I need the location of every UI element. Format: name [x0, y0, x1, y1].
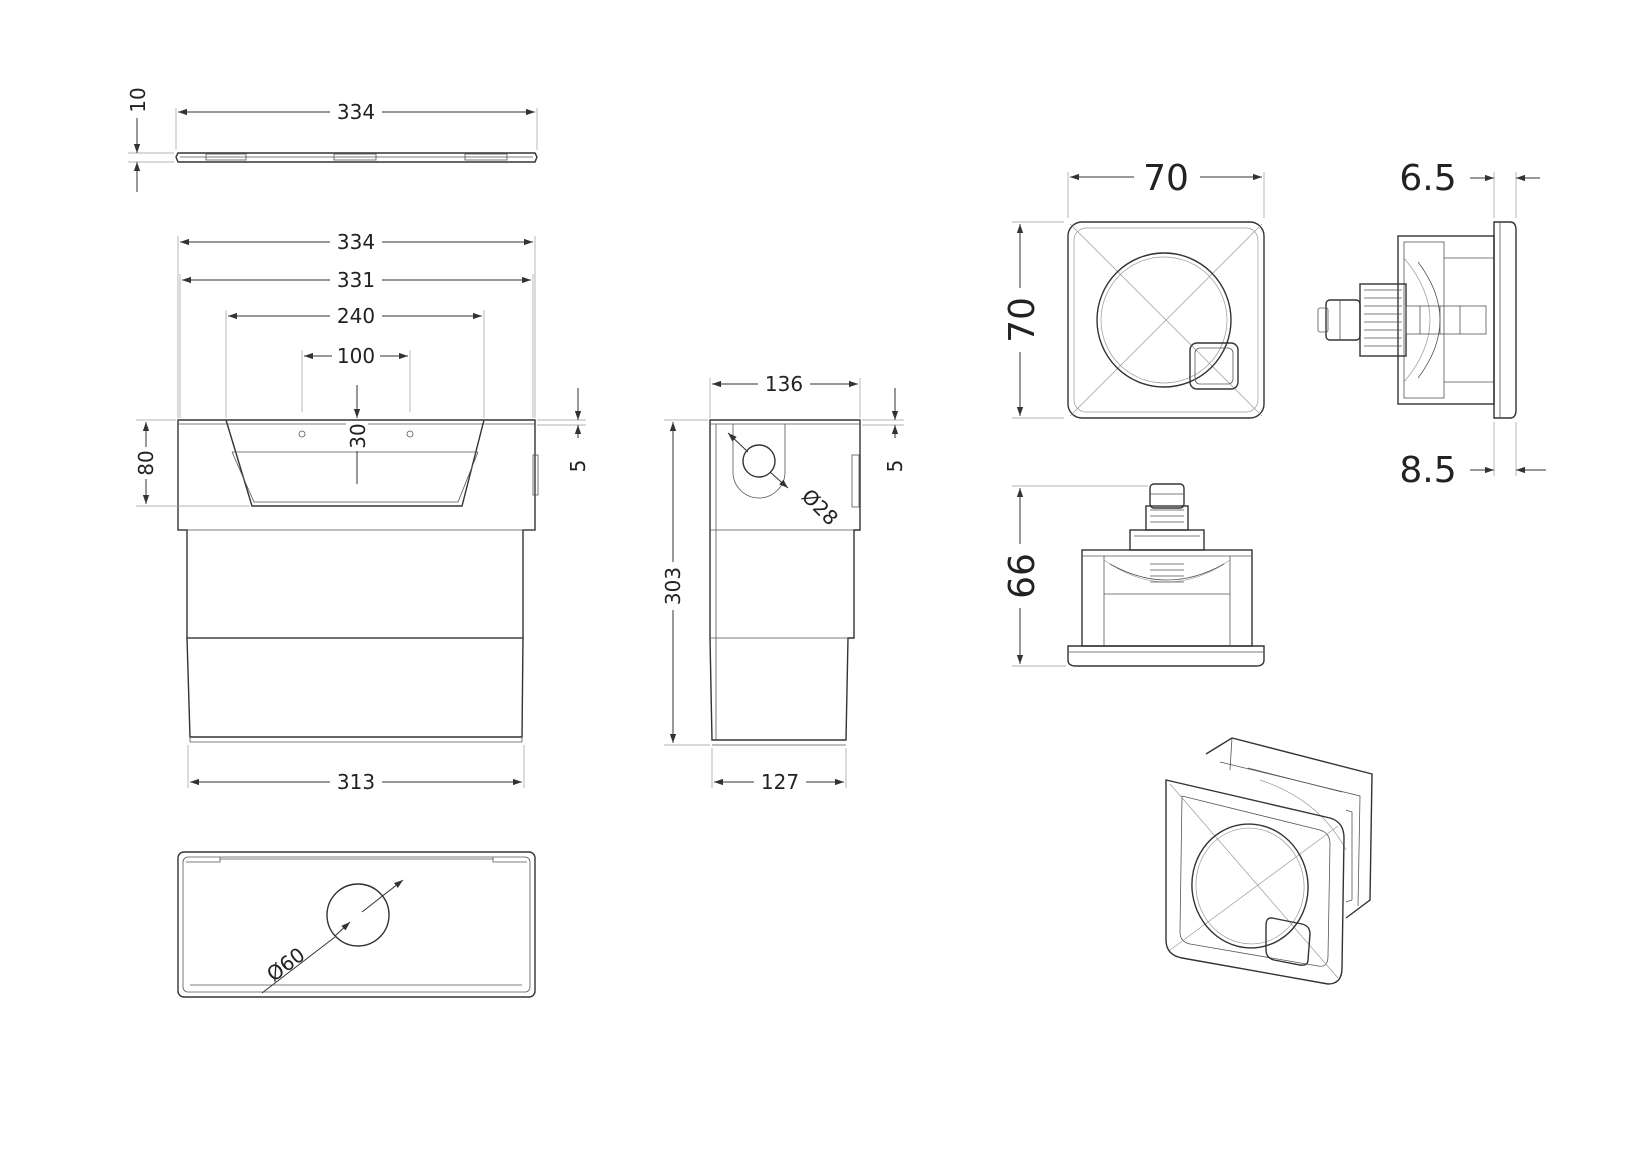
- dim-inlet-hole: Ø28: [797, 484, 843, 530]
- dim-lid-width: 334: [337, 100, 375, 124]
- dim-front-offset: 5: [566, 460, 590, 473]
- dim-cutout-width: 240: [337, 304, 375, 328]
- dim-side-depth-bottom: 127: [761, 770, 799, 794]
- dim-bottom-hole: Ø60: [262, 942, 309, 986]
- dim-button-width: 70: [1143, 158, 1189, 199]
- dim-hole-drop: 30: [346, 423, 370, 448]
- dim-bezel-depth: 8.5: [1399, 450, 1456, 491]
- dim-lid-height: 10: [126, 87, 150, 112]
- dim-top-height: 80: [134, 450, 158, 475]
- dim-body-depth: 66: [1002, 553, 1043, 599]
- dim-outer-width: 334: [337, 230, 375, 254]
- cistern-bottom-view: Ø60: [177, 851, 536, 998]
- dim-base-width: 313: [337, 770, 375, 794]
- flush-button-side-view: 6.5 8.5: [1317, 158, 1546, 491]
- lid-view: 334 10: [126, 87, 538, 192]
- dim-inner-width: 331: [337, 268, 375, 292]
- dim-plate-thickness: 6.5: [1399, 158, 1456, 199]
- dim-hole-spacing: 100: [337, 344, 375, 368]
- dim-side-height: 303: [661, 567, 685, 605]
- dim-side-depth-top: 136: [765, 372, 803, 396]
- cistern-side-view: Ø28 136 303 5 127: [659, 372, 907, 794]
- flush-button-isometric-view: [1165, 737, 1373, 985]
- dim-button-height: 70: [1002, 297, 1043, 343]
- flush-button-front-view: 70 70: [1002, 156, 1265, 419]
- cistern-front-view: 334 331 240 100 30 80 5: [132, 230, 590, 794]
- dim-side-top-offset: 5: [883, 460, 907, 473]
- flush-button-top-view: 66: [1002, 483, 1265, 667]
